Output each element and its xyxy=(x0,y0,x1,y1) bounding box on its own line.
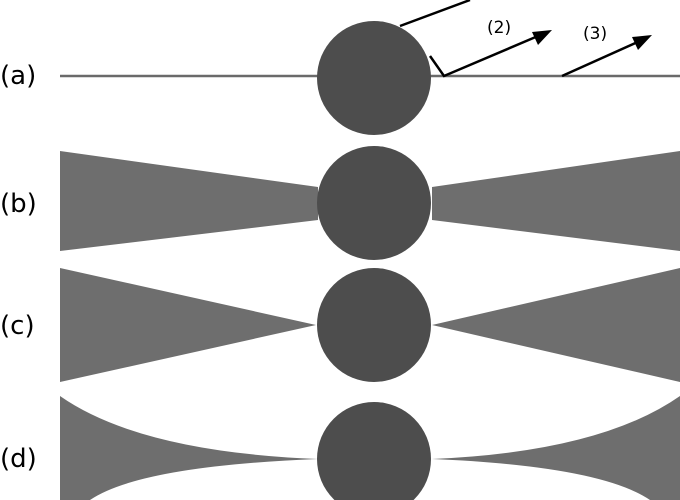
row-c-sphere xyxy=(317,268,431,382)
arrow-3-head xyxy=(632,35,652,50)
row-d-right-beam xyxy=(432,396,680,500)
row-c-graphic xyxy=(60,268,680,382)
reflected-ray-path xyxy=(428,34,539,78)
incident-ray-path xyxy=(399,0,471,28)
row-b-sphere xyxy=(317,146,431,260)
row-c-left-beam xyxy=(60,268,316,382)
row-label-c: (c) xyxy=(0,311,35,341)
row-a-sphere xyxy=(317,21,431,135)
row-d-left-beam xyxy=(60,396,318,500)
row-b-graphic xyxy=(60,146,680,260)
arrow-3-shaft xyxy=(561,39,641,78)
row-d-graphic xyxy=(60,396,680,500)
row-d-sphere xyxy=(317,402,431,500)
row-label-a: (a) xyxy=(0,61,37,91)
row-b-left-beam xyxy=(60,151,318,251)
row-c-right-beam xyxy=(432,268,680,382)
arrow-2-head xyxy=(532,30,552,45)
arrow-label-3: (3) xyxy=(583,24,608,44)
row-label-d: (d) xyxy=(0,444,37,474)
row-a-graphic xyxy=(60,0,680,135)
row-label-b: (b) xyxy=(0,189,37,219)
arrow-label-2: (2) xyxy=(487,18,512,38)
row-b-right-beam xyxy=(432,151,680,251)
